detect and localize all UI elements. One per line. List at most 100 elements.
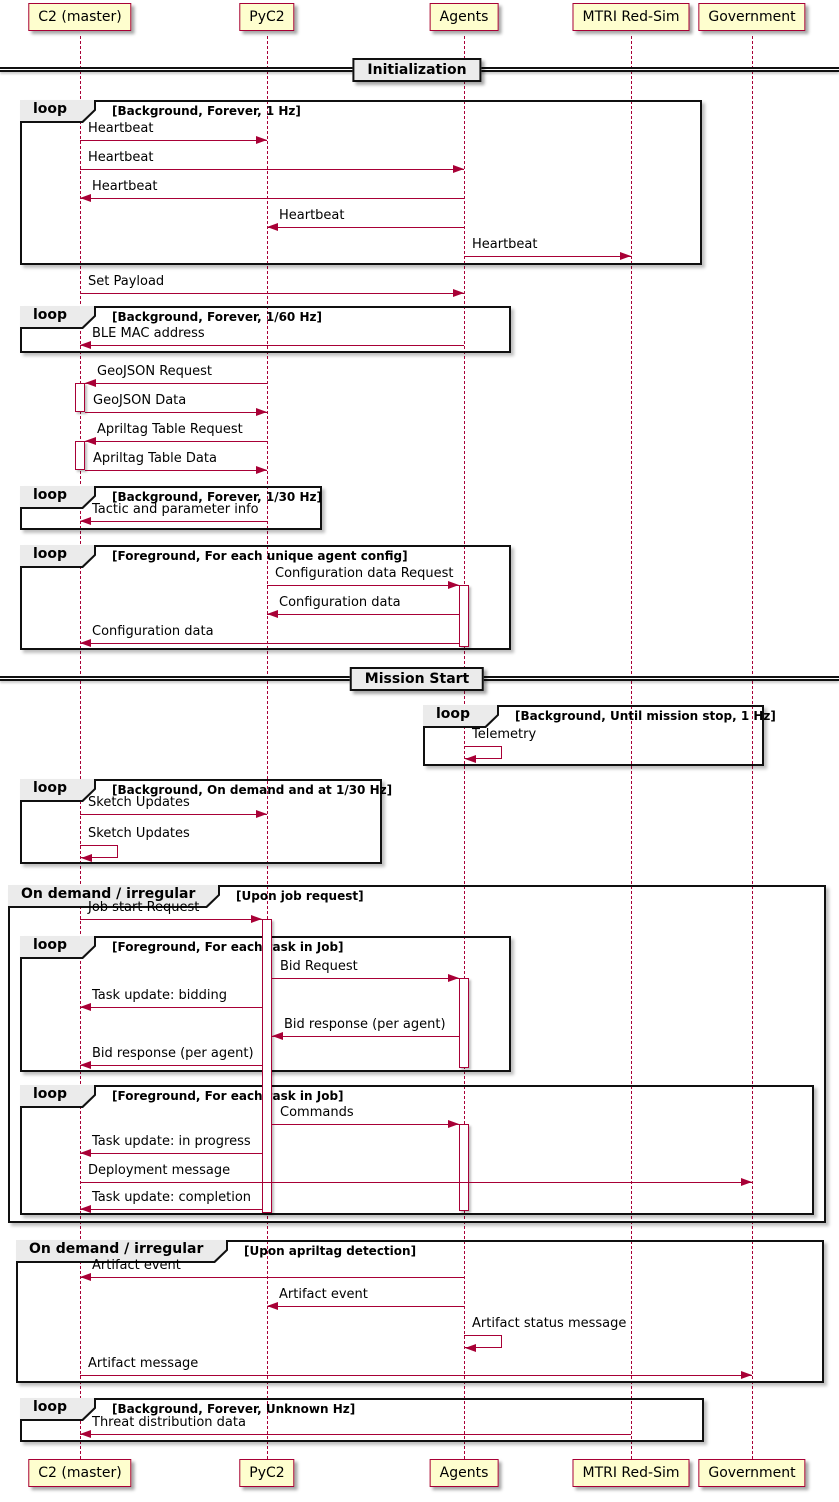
message-line [85, 470, 267, 471]
message-line [267, 227, 464, 228]
lifeline-mtri-red-sim [631, 36, 632, 1459]
frame-header-label: loop [20, 100, 94, 121]
message-line [80, 814, 267, 815]
message-line [80, 1182, 752, 1183]
frame-loop-background-forever-1-hz: loop [Background, Forever, 1 Hz] [20, 100, 702, 265]
participant-mtri-red-sim-top: MTRI Red-Sim [572, 3, 690, 31]
message-line [267, 585, 459, 586]
message-line [267, 614, 459, 615]
message-arrowhead [85, 437, 96, 445]
message-label: Task update: completion [92, 1190, 252, 1205]
frame-header-label: loop [20, 1398, 94, 1419]
message-label: Deployment message [88, 1163, 231, 1178]
message-arrowhead [85, 379, 96, 387]
lifeline-c2-master [80, 36, 81, 1459]
message-label: Task update: in progress [92, 1134, 251, 1149]
frame-header-label: loop [423, 705, 497, 726]
message-line [80, 198, 464, 199]
message-label: Heartbeat [472, 237, 538, 252]
activation-bar [459, 585, 469, 647]
message-arrowhead [80, 194, 91, 202]
frame-header-label: loop [20, 779, 94, 800]
message-label: Tactic and parameter info [92, 502, 259, 517]
participant-government-bottom: Government [698, 1459, 806, 1487]
frame-condition: [Background, Forever, 1 Hz] [112, 104, 301, 118]
message-line [272, 1036, 459, 1037]
message-label: Heartbeat [92, 179, 158, 194]
message-label: Apriltag Table Request [97, 422, 243, 437]
message-arrowhead [256, 136, 267, 144]
message-label: Bid Request [280, 959, 358, 974]
message-arrowhead [256, 408, 267, 416]
message-line [464, 256, 631, 257]
message-arrowhead [80, 1149, 91, 1157]
participant-agents-top: Agents [429, 3, 499, 31]
message-arrowhead [453, 289, 464, 297]
activation-bar [75, 383, 85, 412]
self-message [464, 746, 502, 759]
frame-loop-background-forever-unknown-hz: loop[Background, Forever, Unknown Hz] [20, 1398, 704, 1442]
message-arrowhead [448, 974, 459, 982]
message-label: Bid response (per agent) [92, 1046, 254, 1061]
frame-condition: [Foreground, For each unique agent confi… [112, 549, 408, 563]
frame-condition: [Upon job request] [236, 889, 364, 903]
message-arrowhead [741, 1178, 752, 1186]
message-label: Telemetry [472, 727, 537, 742]
message-line [85, 412, 267, 413]
participant-c2-master-top: C2 (master) [28, 3, 132, 31]
message-arrowhead [256, 466, 267, 474]
frame-condition: [Upon apriltag detection] [244, 1244, 417, 1258]
message-arrowhead [80, 1273, 91, 1281]
frame-header: On demand / irregular [8, 885, 220, 908]
message-arrowhead [267, 1302, 278, 1310]
frame-header: loop [20, 100, 96, 123]
message-label: Apriltag Table Data [93, 451, 217, 466]
message-label: BLE MAC address [92, 326, 205, 341]
message-label: Heartbeat [88, 150, 154, 165]
frame-header: loop [20, 779, 96, 802]
frame-group-upon-job-request: On demand / irregular [Upon job request] [8, 885, 826, 1223]
frame-loop-foreground-for-each-task-in-job: loop[Foreground, For each task in Job] [20, 1085, 814, 1215]
frame-loop-background-forever-1-30-hz: loop[Background, Forever, 1/30 Hz] [20, 486, 322, 530]
message-line [80, 521, 267, 522]
frame-group-upon-apriltag-detection: On demand / irregular [Upon apriltag dete… [16, 1240, 824, 1383]
activation-bar [459, 978, 469, 1068]
message-line [80, 1434, 631, 1435]
participant-government-top: Government [698, 3, 806, 31]
message-label: Artifact message [88, 1356, 199, 1371]
message-label: GeoJSON Request [97, 364, 213, 379]
message-label: Artifact status message [472, 1316, 627, 1331]
message-arrowhead [272, 1032, 283, 1040]
self-message [80, 845, 118, 858]
message-label: Commands [280, 1105, 354, 1120]
frame-condition: [Background, On demand and at 1/30 Hz] [112, 783, 393, 797]
message-line [272, 978, 459, 979]
message-line [80, 169, 464, 170]
message-arrowhead [448, 1120, 459, 1128]
message-label: Heartbeat [88, 121, 154, 136]
message-arrowhead [453, 165, 464, 173]
message-label: Bid response (per agent) [284, 1017, 446, 1032]
message-arrowhead [80, 517, 91, 525]
message-label: Artifact event [279, 1287, 368, 1302]
frame-loop-foreground-for-each-unique-agent-config: loop [Foreground, For each unique agent c… [20, 545, 511, 650]
message-line [267, 1306, 464, 1307]
message-arrowhead [81, 854, 92, 862]
message-arrowhead [80, 1061, 91, 1069]
frame-condition: [Foreground, For each task in Job] [112, 940, 344, 954]
frame-header-label: On demand / irregular [16, 1240, 226, 1261]
message-arrowhead [741, 1371, 752, 1379]
frame-loop-background-on-demand-and-at-1-30-hz: loop [Background, On demand and at 1/30 H… [20, 779, 392, 864]
message-line [80, 919, 262, 920]
message-line [80, 1153, 262, 1154]
message-line [80, 1277, 464, 1278]
message-label: Set Payload [88, 274, 165, 289]
message-line [80, 293, 464, 294]
message-arrowhead [448, 581, 459, 589]
message-label: Heartbeat [279, 208, 345, 223]
divider-label-initialization: Initialization [352, 58, 482, 82]
frame-header: loop [20, 545, 96, 568]
message-label: Configuration data [279, 595, 401, 610]
message-label: GeoJSON Data [93, 393, 187, 408]
frame-header-label: loop [20, 1085, 94, 1106]
